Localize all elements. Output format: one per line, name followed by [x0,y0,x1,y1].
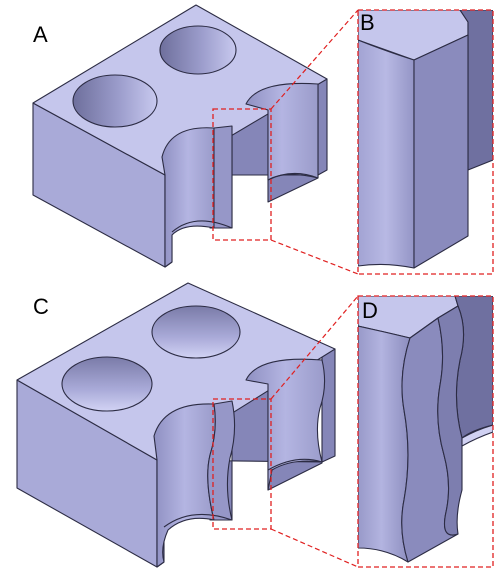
panel-label-c: C [33,294,49,319]
zoom-frame-a [212,108,272,241]
panel-label-a: A [33,22,48,47]
zoom-link-c-top [270,295,359,400]
block-a-cutout-wall [213,125,233,229]
block-c-cutout-front [153,403,216,568]
block-a-hole-back [159,25,237,75]
block-a-hole-left [72,74,158,128]
block-a [32,4,328,268]
zoom-link-c-bottom [270,528,359,568]
zoom-link-a-bottom [270,239,359,275]
zoom-frame-b [357,9,494,275]
panel-label-d: D [362,298,378,323]
zoom-b [358,10,493,274]
block-a-cutout-front [161,127,215,268]
zoom-link-a-top [270,9,359,110]
block-c-hole-back [151,305,241,359]
block-c-top-face [16,282,336,461]
block-c-cutout-back [245,358,326,491]
block-c [16,282,336,568]
panel-label-b: B [360,10,375,35]
zoom-frame-c [212,398,272,530]
zoom-d [358,296,493,567]
block-a-top-face [32,4,328,176]
zoom-frame-d [357,295,494,568]
block-c-hole-left [61,356,153,412]
